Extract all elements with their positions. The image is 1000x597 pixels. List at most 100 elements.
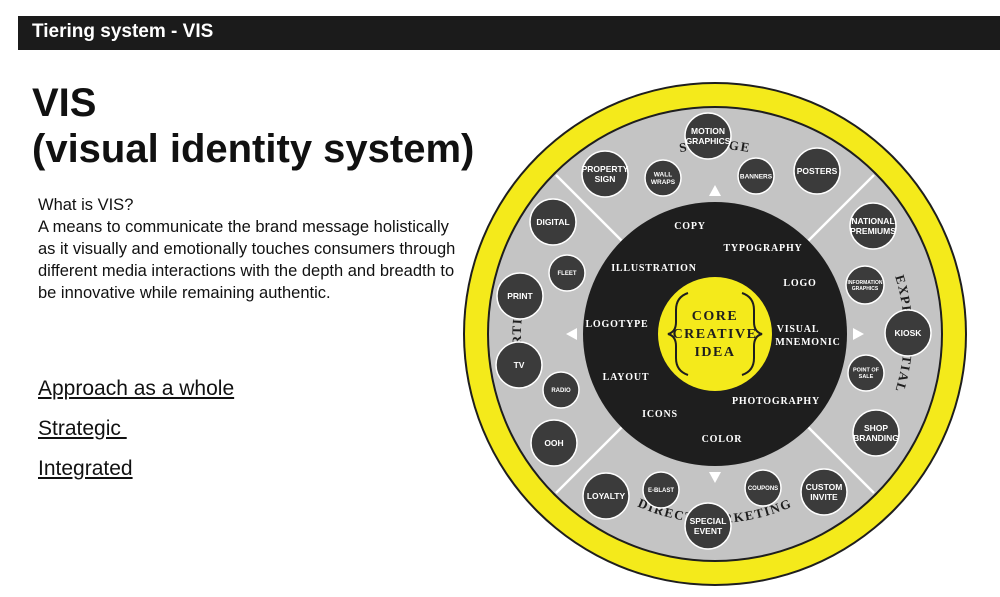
bubble-motion-graphics-label-2: GRAPHICS [686,136,731,146]
bubble-print-circle [496,272,544,320]
header-title: Tiering system - VIS [32,21,214,42]
bubble-banners-label-1: BANNERS [740,173,773,180]
bubble-kiosk-circle [884,309,932,357]
bubble-posters-label-1: POSTERS [797,166,838,176]
inner-label-illustration: ILLUSTRATION [611,263,697,274]
bubble-point-of-sale-label-1: POINT OF [853,368,880,374]
bubble-motion-graphics-circle [684,112,732,160]
description-body: A means to communicate the brand message… [38,218,456,302]
bubble-ooh-label-1: OOH [544,438,563,448]
bubble-fleet-circle [548,254,586,292]
core-circle [658,277,772,391]
bubble-ooh: OOH [530,419,578,467]
core-brace-right [741,292,763,376]
inner-label-color: COLOR [702,434,743,445]
bubble-shop-branding-circle [852,409,900,457]
bubble-digital-label-1: DIGITAL [536,217,569,227]
core-line-1: CORE [692,309,738,324]
bubble-coupons-label-1: COUPONS [748,486,778,492]
page-title-line-1: VIS [32,81,97,125]
bubble-posters-circle [793,147,841,195]
core-brace-left [667,292,689,376]
bubble-posters: POSTERS [793,147,841,195]
inner-label-mnemonic: MNEMONIC [775,337,840,348]
bubble-wall-wraps-label-2: WRAPS [651,179,676,186]
bubble-kiosk-label-1: KIOSK [895,328,923,338]
bubble-custom-invite-label-1: CUSTOM [806,482,843,492]
bubble-special-event-label-2: EVENT [694,526,723,536]
bubble-coupons-circle [744,469,782,507]
inner-label-icons: ICONS [642,409,678,420]
description-question: What is VIS? [38,196,134,214]
bubble-special-event-label-1: SPECIAL [690,516,727,526]
bubble-shop-branding-label-1: SHOP [864,423,888,433]
bubble-kiosk: KIOSK [884,309,932,357]
page-title: VIS (visual identity system) [32,80,474,172]
bubble-banners-circle [737,157,775,195]
inner-label-typography: TYPOGRAPHY [723,243,802,254]
bubble-custom-invite-circle [800,468,848,516]
bubble-loyalty-label-1: LOYALTY [587,491,626,501]
bubble-loyalty: LOYALTY [582,472,630,520]
bubble-national-premiums-label-2: PREMIUMS [850,226,896,236]
bubble-loyalty-circle [582,472,630,520]
bubble-special-event-circle [684,502,732,550]
bubble-national-premiums-label-1: NATIONAL [851,216,894,226]
bubble-point-of-sale-circle [847,354,885,392]
bubble-radio-circle [542,371,580,409]
bubble-motion-graphics-label-1: MOTION [691,126,725,136]
bubble-digital-circle [529,198,577,246]
bubble-fleet: FLEET [548,254,586,292]
link-strategic[interactable]: Strategic [38,417,127,440]
bubble-e-blast: E-BLAST [642,471,680,509]
bubble-information-graphics-circle [845,265,885,305]
bubble-property-sign-label-1: PROPERTY [582,164,629,174]
description: What is VIS? A means to communicate the … [38,194,458,304]
bubble-fleet-label-1: FLEET [558,271,577,277]
inner-label-layout: LAYOUT [603,372,650,383]
bubble-radio-label-1: RADIO [551,388,571,394]
bubble-e-blast-label-1: E-BLAST [648,488,674,494]
bubble-e-blast-circle [642,471,680,509]
inner-label-photography: PHOTOGRAPHY [732,396,820,407]
direction-arrows [566,185,864,483]
inner-label-logo: LOGO [783,278,816,289]
bubble-tv-circle [495,341,543,389]
bubble-tv-label-1: TV [514,360,525,370]
bubble-digital: DIGITAL [529,198,577,246]
page-title-line-2: (visual identity system) [32,127,475,171]
inner-label-copy: COPY [674,221,706,232]
bubble-information-graphics-label-1: INFORMATION [848,280,883,286]
bubble-ooh-circle [530,419,578,467]
bubble-wall-wraps-circle [644,159,682,197]
bubble-wall-wraps-label-1: WALL [654,171,672,178]
bubble-tv: TV [495,341,543,389]
link-list: Approach as a whole Strategic Integrated [38,376,234,496]
sector-dividers [555,174,875,494]
bubble-coupons: COUPONS [744,469,782,507]
link-integrated[interactable]: Integrated [38,457,133,480]
link-approach-as-a-whole[interactable]: Approach as a whole [38,377,235,400]
bubble-information-graphics-label-2: GRAPHICS [852,286,879,292]
bubble-point-of-sale-label-2: SALE [859,374,874,380]
inner-label-visual: VISUAL [777,324,820,335]
bubble-national-premiums-circle [849,202,897,250]
bubble-custom-invite-label-2: INVITE [810,492,838,502]
bubble-property-sign-label-2: SIGN [595,174,616,184]
bubble-radio: RADIO [542,371,580,409]
inner-label-logotype: LOGOTYPE [585,319,648,330]
bubble-banners: BANNERS [737,157,775,195]
core-line-2: CREATIVE [673,327,758,342]
bubble-property-sign-circle [581,150,629,198]
